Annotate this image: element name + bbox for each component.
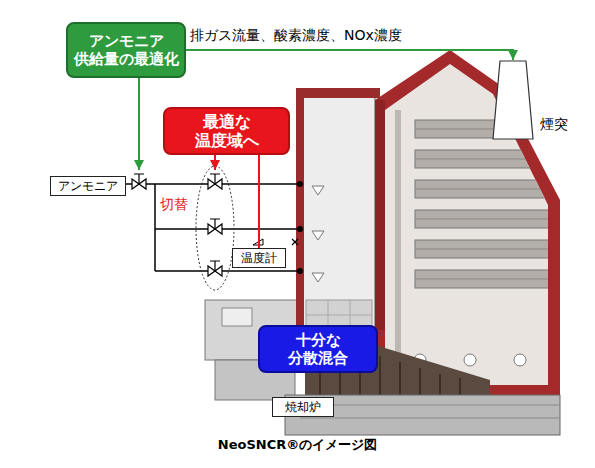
measurement-label: 排ガス流量、酸素濃度、NOx濃度	[190, 27, 402, 44]
partition-wall	[375, 100, 385, 330]
switch-signal	[214, 155, 216, 170]
gauge-box: 温度計	[232, 248, 286, 268]
supply-box: アンモニア	[50, 176, 126, 196]
furnace	[285, 88, 560, 435]
furnace-roof	[296, 88, 380, 98]
node-text: アンモニア	[58, 179, 118, 193]
furnace-column	[300, 95, 375, 345]
boiler	[375, 50, 560, 395]
figure-caption: NeoSNCR®のイメージ図	[0, 436, 595, 454]
chimney-outline	[493, 61, 533, 139]
pipe	[155, 228, 300, 230]
temperature-box: 最適な 温度域へ	[163, 107, 290, 155]
mixing-box: 十分な 分散混合	[258, 325, 378, 373]
header-pipe	[464, 354, 476, 366]
nozzles	[292, 181, 324, 282]
header-pipe	[514, 354, 526, 366]
furnace-box: 焼却炉	[272, 397, 334, 417]
sensor-line	[258, 155, 260, 248]
closed-mark	[292, 239, 298, 245]
node-text: 焼却炉	[285, 400, 321, 414]
base-lines	[300, 405, 560, 418]
spray-mark	[312, 273, 324, 282]
valve-actuator	[210, 219, 220, 229]
chimney-shape	[490, 60, 536, 140]
node-text: 煙突	[540, 116, 568, 133]
pipe	[154, 184, 156, 271]
tube-banks	[415, 120, 555, 288]
tube-wall	[395, 110, 401, 380]
node-text: 十分な 分散混合	[274, 331, 362, 367]
spray-mark	[312, 186, 324, 195]
spray-mark	[312, 231, 324, 240]
boiler-casing	[375, 50, 560, 395]
nozzle-dot	[297, 181, 303, 187]
node-text: 最適な 温度域へ	[181, 112, 272, 150]
valve-actuator	[134, 174, 144, 184]
valve-actuator	[210, 174, 220, 184]
furnace-wall	[296, 95, 304, 345]
node-text: 温度計	[241, 251, 277, 265]
nozzle-dot	[297, 268, 303, 274]
nozzle-dot	[297, 226, 303, 232]
valves	[132, 174, 222, 276]
signal-line	[186, 50, 513, 60]
control-box: アンモニア 供給量の最適化	[66, 22, 186, 78]
feeder-hatch	[222, 308, 252, 326]
switch-label: 切替	[160, 196, 188, 213]
chimney: 煙突	[490, 60, 536, 140]
node-text: アンモニア 供給量の最適化	[72, 32, 180, 68]
control-signal	[138, 78, 140, 170]
switch-bracket	[196, 166, 234, 290]
pipe	[155, 270, 300, 272]
valve-actuator	[210, 261, 220, 271]
piping	[126, 184, 300, 271]
